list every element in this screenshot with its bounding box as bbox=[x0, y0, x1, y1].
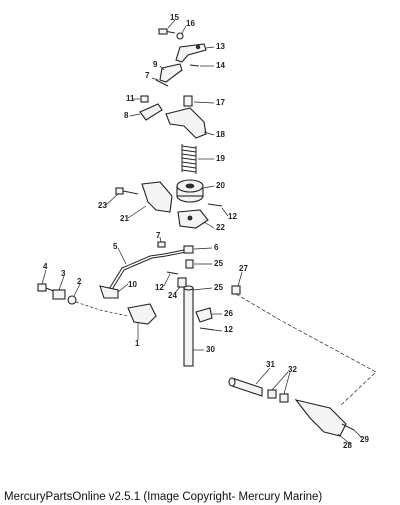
part-5-rod bbox=[105, 249, 185, 295]
callout-1: 1 bbox=[135, 339, 140, 348]
callout-16: 16 bbox=[186, 19, 195, 28]
part-28-fork bbox=[294, 399, 347, 437]
part-20-drum bbox=[176, 179, 204, 203]
exploded-parts-diagram bbox=[37, 19, 377, 445]
part-7-clip bbox=[157, 241, 166, 248]
callout-14: 14 bbox=[216, 61, 225, 70]
part-1-lever bbox=[127, 303, 157, 325]
leader-lines bbox=[41, 19, 363, 445]
callout-21: 21 bbox=[120, 214, 129, 223]
part-3-bushing bbox=[52, 289, 66, 300]
part-13-bracket bbox=[175, 43, 207, 63]
part-10-link bbox=[99, 285, 119, 299]
callout-24: 24 bbox=[168, 291, 177, 300]
callout-12-b: 12 bbox=[155, 283, 164, 292]
copyright-caption: MercuryPartsOnline v2.5.1 (Image Copyrig… bbox=[4, 491, 323, 503]
callout-17: 17 bbox=[216, 98, 225, 107]
part-8-link bbox=[139, 103, 163, 121]
callout-6: 6 bbox=[214, 243, 219, 252]
callout-18: 18 bbox=[216, 130, 225, 139]
callout-9: 9 bbox=[153, 60, 158, 69]
part-16-washer bbox=[176, 32, 184, 40]
part-30-shaft bbox=[183, 285, 194, 367]
part-17-stud bbox=[183, 95, 193, 107]
callout-26: 26 bbox=[224, 309, 233, 318]
part-9-arm bbox=[159, 63, 183, 83]
part-12-lower-pin bbox=[166, 271, 179, 275]
callout-28: 28 bbox=[343, 441, 352, 450]
callout-12-c: 12 bbox=[224, 325, 233, 334]
callout-2: 2 bbox=[77, 277, 82, 286]
callout-25-a: 25 bbox=[214, 259, 223, 268]
part-18-lever bbox=[165, 107, 207, 139]
part-22-clamp bbox=[177, 209, 209, 229]
callout-19: 19 bbox=[216, 154, 225, 163]
part-26-clip bbox=[195, 307, 213, 323]
callout-25-b: 25 bbox=[214, 283, 223, 292]
part-23-screw bbox=[115, 187, 139, 195]
callout-12-a: 12 bbox=[228, 212, 237, 221]
callout-4: 4 bbox=[43, 262, 48, 271]
callout-7: 7 bbox=[145, 71, 150, 80]
part-14-pin bbox=[189, 64, 200, 67]
callout-30: 30 bbox=[206, 345, 215, 354]
part-12-third-pin bbox=[199, 327, 215, 331]
callout-10: 10 bbox=[128, 280, 137, 289]
callout-20: 20 bbox=[216, 181, 225, 190]
callout-8: 8 bbox=[124, 111, 129, 120]
part-11-nut bbox=[140, 95, 149, 103]
callout-5: 5 bbox=[113, 242, 118, 251]
callout-29: 29 bbox=[360, 435, 369, 444]
part-32-bushings bbox=[267, 389, 289, 403]
callout-27: 27 bbox=[239, 264, 248, 273]
part-12-pin bbox=[207, 203, 223, 207]
part-29-pin bbox=[341, 423, 355, 431]
part-21-bracket bbox=[141, 181, 173, 213]
callout-15: 15 bbox=[170, 13, 179, 22]
part-2-washer bbox=[67, 295, 77, 305]
callout-7-b: 7 bbox=[156, 231, 161, 240]
parts-diagram bbox=[37, 19, 377, 445]
callout-32: 32 bbox=[288, 365, 297, 374]
part-19-spring bbox=[181, 144, 197, 174]
part-27-fitting bbox=[231, 285, 241, 295]
callout-11: 11 bbox=[126, 94, 135, 103]
part-15-screw bbox=[158, 28, 176, 35]
callout-13: 13 bbox=[216, 42, 225, 51]
part-24-collar bbox=[177, 277, 187, 288]
callout-23: 23 bbox=[98, 201, 107, 210]
part-25-bushing bbox=[185, 259, 194, 269]
callout-31: 31 bbox=[266, 360, 275, 369]
callout-3: 3 bbox=[61, 269, 66, 278]
callout-22: 22 bbox=[216, 223, 225, 232]
part-31-shaft bbox=[228, 377, 263, 397]
part-6-fitting bbox=[183, 245, 194, 254]
